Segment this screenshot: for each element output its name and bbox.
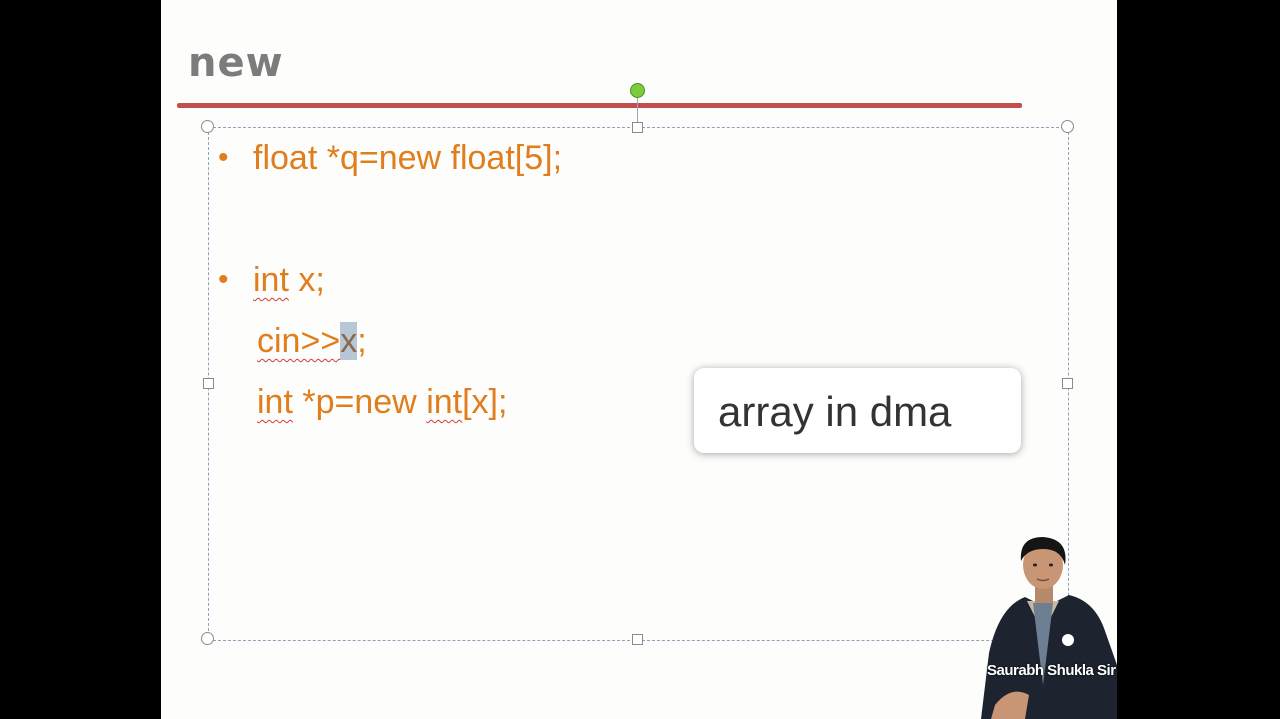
code-line-3[interactable]: cin>>x; bbox=[257, 322, 367, 361]
resize-handle-icon[interactable] bbox=[632, 122, 643, 133]
caption-text: array in dma bbox=[718, 388, 952, 435]
bullet-icon: • bbox=[218, 263, 229, 296]
code-line-4[interactable]: int *p=new int[x]; bbox=[257, 383, 507, 422]
selected-text: x bbox=[340, 322, 358, 360]
spellcheck-flagged-word: int bbox=[253, 261, 289, 299]
title-divider bbox=[177, 103, 1022, 108]
rotate-handle-stem bbox=[637, 94, 638, 126]
code-text-segment: [x]; bbox=[462, 383, 508, 421]
spellcheck-flagged-word: cin>> bbox=[257, 322, 341, 360]
resize-handle-icon[interactable] bbox=[1061, 120, 1074, 133]
presenter-video-overlay bbox=[981, 537, 1117, 719]
bullet-icon: • bbox=[218, 141, 229, 174]
code-text-segment: ; bbox=[357, 322, 367, 360]
rotate-handle-icon[interactable] bbox=[630, 83, 645, 98]
code-line-2[interactable]: int x; bbox=[253, 261, 325, 300]
slide-title[interactable]: new bbox=[188, 40, 284, 86]
code-text-segment: x; bbox=[288, 261, 325, 299]
caption-tooltip: array in dma bbox=[694, 368, 1021, 453]
resize-handle-icon[interactable] bbox=[203, 378, 214, 389]
code-text-segment: *p=new bbox=[292, 383, 427, 421]
code-line-1[interactable]: float *q=new float[5]; bbox=[253, 139, 562, 178]
spellcheck-flagged-word: int bbox=[426, 383, 463, 421]
presenter-name-label: Saurabh Shukla Sir bbox=[987, 662, 1116, 679]
spellcheck-flagged-word: int bbox=[257, 383, 293, 421]
slide-canvas: new • float *q=new float[5]; • int x; ci… bbox=[161, 0, 1117, 719]
resize-handle-icon[interactable] bbox=[1062, 378, 1073, 389]
resize-handle-icon[interactable] bbox=[632, 634, 643, 645]
resize-handle-icon[interactable] bbox=[201, 632, 214, 645]
resize-handle-icon[interactable] bbox=[201, 120, 214, 133]
code-text-segment: float *q=new float[5]; bbox=[253, 139, 563, 177]
